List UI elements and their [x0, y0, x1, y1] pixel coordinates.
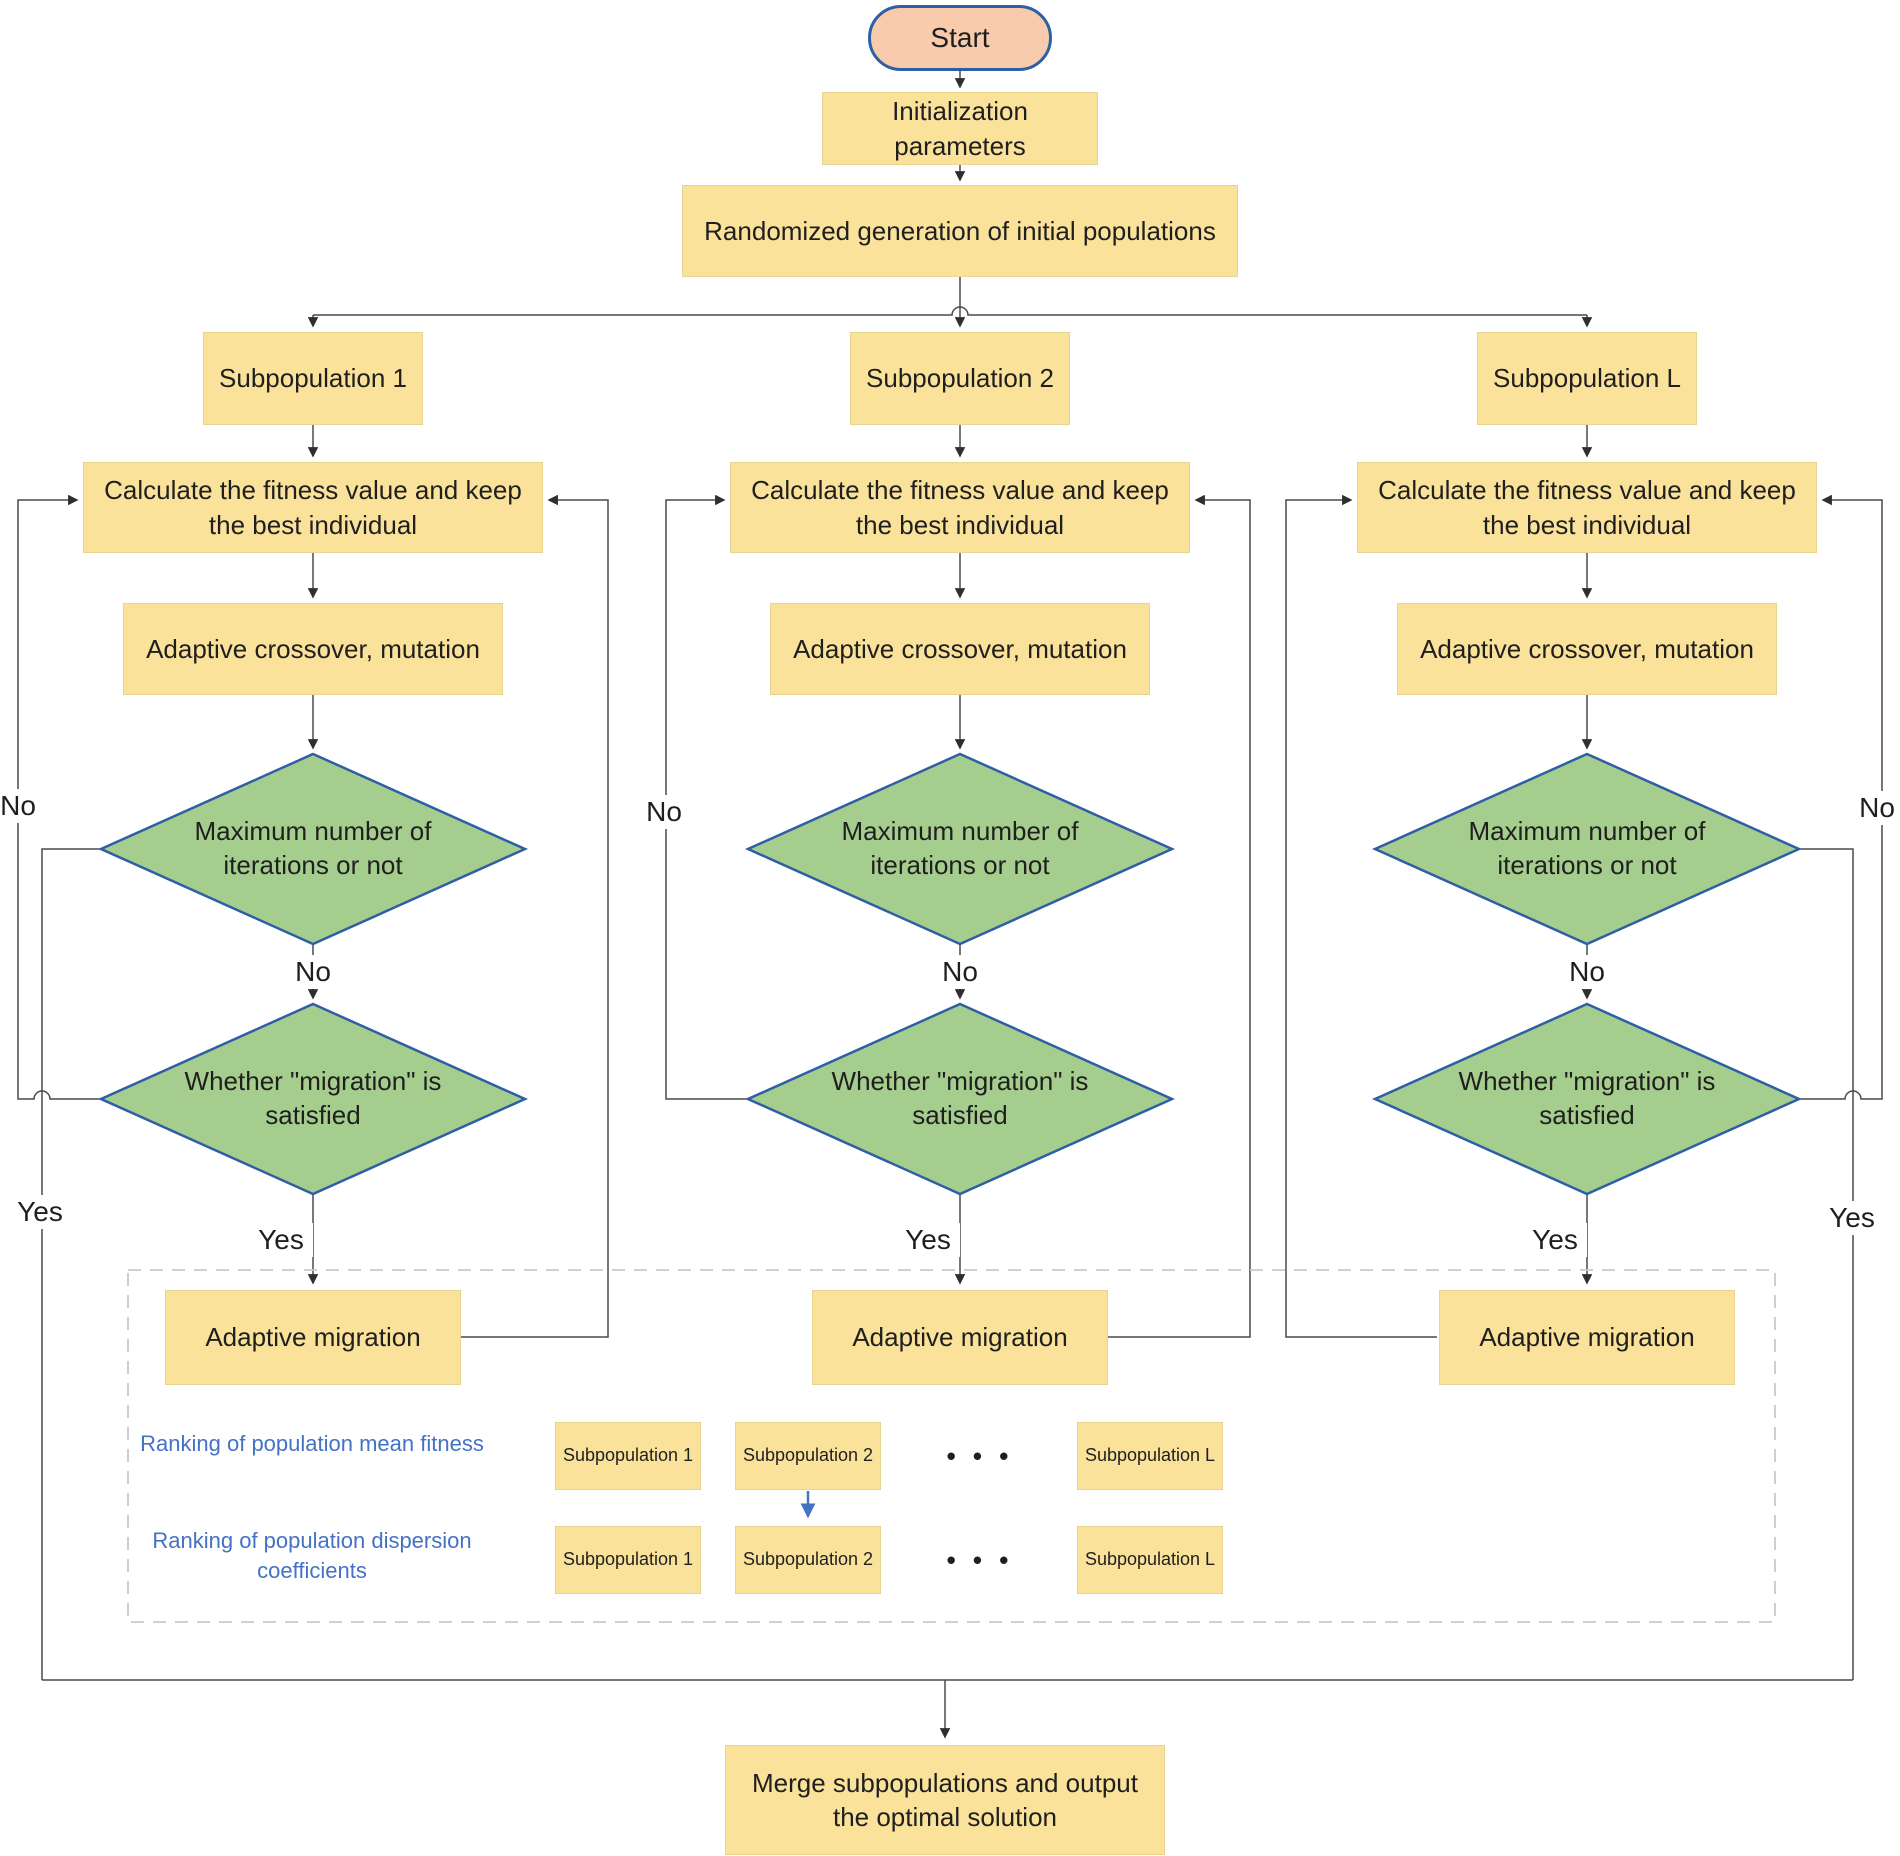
ranking-row1-subpop2: Subpopulation 2 — [735, 1422, 881, 1490]
migration-check-diamond-2 — [744, 1002, 1176, 1196]
edge-migration-loop-col2 — [1108, 494, 1251, 1338]
migration-check-label-3: Whether "migration" is satisfied — [1458, 1066, 1716, 1130]
calculate-box-2: Calculate the fitness value and keep the… — [730, 462, 1190, 553]
ranking-mean-fitness-label: Ranking of population mean fitness — [140, 1431, 484, 1457]
ranking-row2-subpop1: Subpopulation 1 — [555, 1526, 701, 1594]
no-label-mid-2: No — [930, 955, 990, 989]
migration-check-label-1: Whether "migration" is satisfied — [184, 1066, 442, 1130]
ranking-dispersion-label: Ranking of population dispersion coeffic… — [152, 1528, 472, 1583]
yes-label-mid-3: Yes — [1523, 1223, 1587, 1257]
no-label-side-2: No — [642, 795, 686, 829]
ranking-row2-ellipsis: • • • — [946, 1545, 1014, 1575]
adaptive-migration-box-1: Adaptive migration — [165, 1290, 461, 1385]
max-iterations-label-2: Maximum number of iterations or not — [841, 816, 1079, 880]
max-iterations-label-3: Maximum number of iterations or not — [1468, 816, 1706, 880]
migration-check-label-2: Whether "migration" is satisfied — [831, 1066, 1089, 1130]
no-label-mid-3: No — [1557, 955, 1617, 989]
adaptive-migration-box-3: Adaptive migration — [1439, 1290, 1735, 1385]
merge-output-box: Merge subpopulations and output the opti… — [725, 1745, 1165, 1855]
no-label-side-1: No — [0, 789, 40, 823]
edge-yes-exit-col3 — [1799, 848, 1854, 1680]
edge-branch-horizontal — [313, 306, 1587, 316]
random-generation-box: Randomized generation of initial populat… — [682, 185, 1238, 277]
adaptive-migration-box-2: Adaptive migration — [812, 1290, 1108, 1385]
calculate-box-1: Calculate the fitness value and keep the… — [83, 462, 543, 553]
edge-no-loop-col3 — [1799, 494, 1883, 1100]
crossover-box-1: Adaptive crossover, mutation — [123, 603, 503, 695]
subpopulation-2-box: Subpopulation 2 — [850, 332, 1070, 425]
migration-check-diamond-3 — [1371, 1002, 1803, 1196]
yes-label-side-left: Yes — [12, 1195, 68, 1229]
migration-check-diamond-1 — [97, 1002, 529, 1196]
ranking-row2-subpop2: Subpopulation 2 — [735, 1526, 881, 1594]
initialization-box: Initialization parameters — [822, 92, 1098, 165]
subpopulation-1-box: Subpopulation 1 — [203, 332, 423, 425]
start-node: Start — [868, 5, 1052, 71]
edge-migration-loop-col3 — [1285, 494, 1437, 1338]
edge-migration-loop-col1 — [461, 494, 609, 1338]
crossover-box-3: Adaptive crossover, mutation — [1397, 603, 1777, 695]
max-iterations-diamond-3 — [1371, 752, 1803, 946]
ranking-row1-subpopL: Subpopulation L — [1077, 1422, 1223, 1490]
yes-label-mid-2: Yes — [896, 1223, 960, 1257]
no-label-side-3: No — [1855, 791, 1899, 825]
yes-label-mid-1: Yes — [249, 1223, 313, 1257]
max-iterations-diamond-2 — [744, 752, 1176, 946]
no-label-mid-1: No — [283, 955, 343, 989]
ranking-dashed-region — [127, 1269, 1776, 1623]
subpopulation-L-box: Subpopulation L — [1477, 332, 1697, 425]
max-iterations-label-1: Maximum number of iterations or not — [194, 816, 432, 880]
ranking-row1-subpop1: Subpopulation 1 — [555, 1422, 701, 1490]
ranking-row2-subpopL: Subpopulation L — [1077, 1526, 1223, 1594]
edge-yes-exit-col1 — [41, 848, 101, 1680]
crossover-box-2: Adaptive crossover, mutation — [770, 603, 1150, 695]
calculate-box-3: Calculate the fitness value and keep the… — [1357, 462, 1817, 553]
yes-label-side-right: Yes — [1824, 1201, 1880, 1235]
max-iterations-diamond-1 — [97, 752, 529, 946]
edge-no-loop-col1 — [17, 494, 101, 1100]
ranking-row1-ellipsis: • • • — [946, 1441, 1014, 1471]
